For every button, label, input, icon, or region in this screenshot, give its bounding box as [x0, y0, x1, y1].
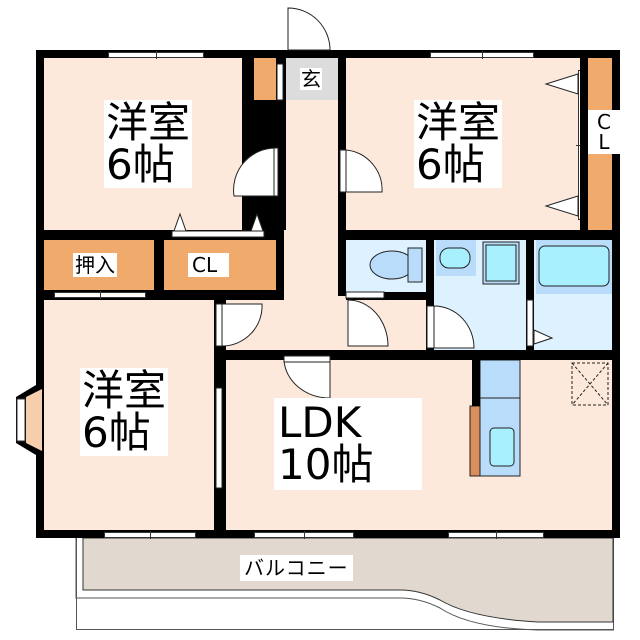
- balcony-label: バルコニー: [240, 555, 353, 581]
- room-label-sw: 洋室 6帖: [80, 366, 169, 457]
- room-size: 6帖: [416, 140, 485, 189]
- closet-ne-label-l: L: [598, 130, 610, 154]
- room-size: 10帖: [278, 440, 374, 489]
- room-label-nw: 洋室 6帖: [104, 98, 193, 189]
- room-label-ne: 洋室 6帖: [414, 98, 503, 189]
- window-ne-top[interactable]: [430, 51, 534, 59]
- closet-w-label: CL: [188, 253, 230, 277]
- nw-small-closet: [254, 58, 276, 100]
- entrance-label: 玄: [300, 67, 322, 91]
- oshiire-label: 押入: [73, 253, 117, 277]
- room-size: 6帖: [106, 140, 175, 189]
- room-name: 洋室: [106, 98, 191, 147]
- room-label-ldk: LDK 10帖: [274, 398, 422, 490]
- closet-ne-label-c: C: [597, 110, 611, 134]
- window-ldk-south-1[interactable]: [254, 531, 354, 539]
- room-name: 洋室: [82, 366, 167, 415]
- window-sw-south[interactable]: [104, 531, 196, 539]
- window-sw-north[interactable]: [54, 291, 146, 299]
- bay-window: [16, 385, 44, 455]
- room-name: 洋室: [416, 98, 501, 147]
- closet-ne-label: C L: [588, 110, 620, 154]
- window-nw-top[interactable]: [108, 51, 204, 59]
- western-room-nw-upper: [44, 58, 248, 108]
- room-name: LDK: [278, 398, 362, 447]
- room-size: 6帖: [82, 408, 151, 457]
- window-ldk-south-2[interactable]: [448, 531, 544, 539]
